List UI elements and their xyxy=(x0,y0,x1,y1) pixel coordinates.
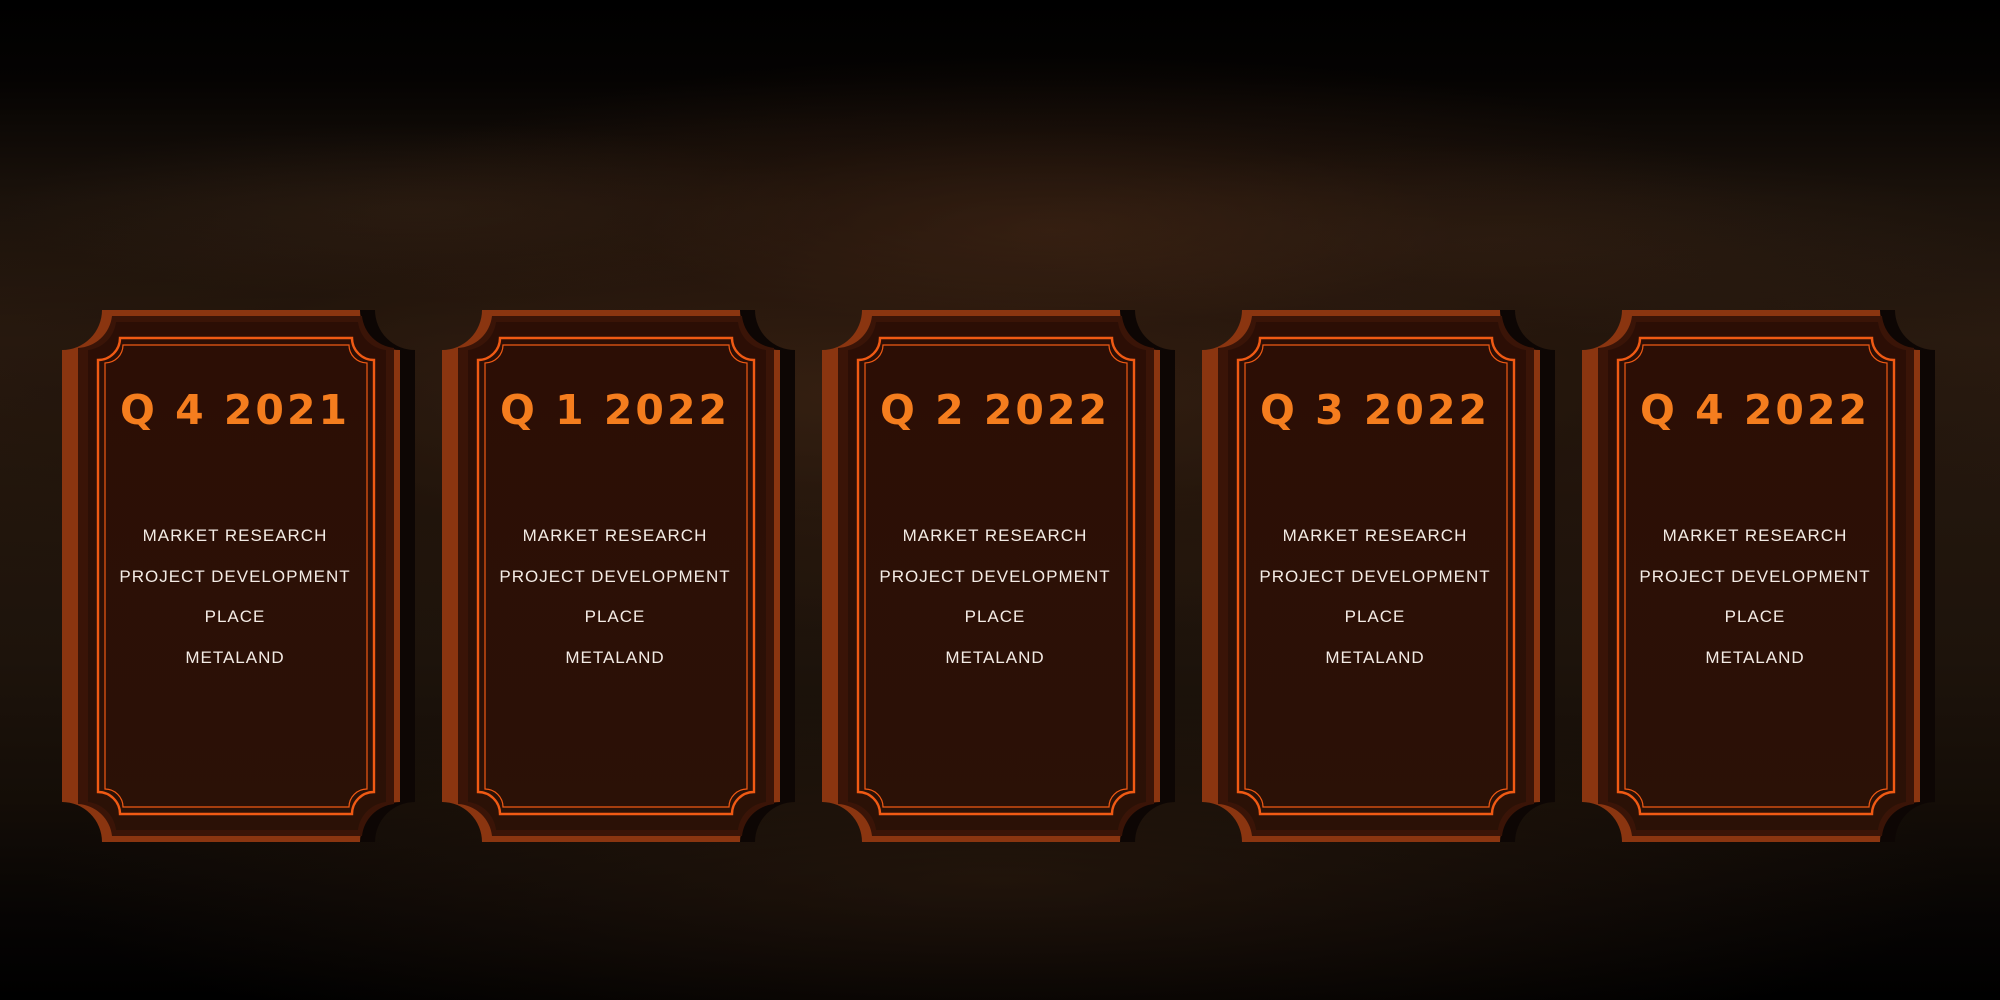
milestone-item: METALAND xyxy=(565,647,665,667)
milestone-item: PLACE xyxy=(1724,607,1786,626)
card-frame xyxy=(822,310,1175,842)
card-title: Q 4 2022 xyxy=(1639,386,1871,434)
card-frame xyxy=(1582,310,1935,842)
milestone-item: PROJECT DEVELOPMENT xyxy=(879,566,1111,586)
card-milestone-list: MARKET RESEARCH PROJECT DEVELOPMENT PLAC… xyxy=(840,516,1150,678)
roadmap-card: Q 4 2021 MARKET RESEARCH PROJECT DEVELOP… xyxy=(60,308,420,844)
roadmap-card: Q 3 2022 MARKET RESEARCH PROJECT DEVELOP… xyxy=(1200,308,1560,844)
milestone-item: MARKET RESEARCH xyxy=(1662,526,1848,545)
milestone-item: PLACE xyxy=(1344,607,1406,626)
milestone-item: PROJECT DEVELOPMENT xyxy=(119,566,351,586)
card-milestone-list: MARKET RESEARCH PROJECT DEVELOPMENT PLAC… xyxy=(80,516,390,678)
milestone-item: PROJECT DEVELOPMENT xyxy=(499,566,731,586)
card-title: Q 3 2022 xyxy=(1259,386,1491,434)
roadmap-card: Q 1 2022 MARKET RESEARCH PROJECT DEVELOP… xyxy=(440,308,800,844)
milestone-item: MARKET RESEARCH xyxy=(522,526,708,545)
card-milestone-list: MARKET RESEARCH PROJECT DEVELOPMENT PLAC… xyxy=(1600,516,1910,678)
milestone-item: PROJECT DEVELOPMENT xyxy=(1639,566,1871,586)
milestone-item: MARKET RESEARCH xyxy=(902,526,1088,545)
card-milestone-list: MARKET RESEARCH PROJECT DEVELOPMENT PLAC… xyxy=(460,516,770,678)
milestone-item: MARKET RESEARCH xyxy=(142,526,328,545)
roadmap-card: Q 4 2022 MARKET RESEARCH PROJECT DEVELOP… xyxy=(1580,308,1940,844)
card-title: Q 4 2021 xyxy=(119,386,351,434)
roadmap-card-row: Q 4 2021 MARKET RESEARCH PROJECT DEVELOP… xyxy=(60,308,1940,844)
card-frame xyxy=(1202,310,1555,842)
milestone-item: MARKET RESEARCH xyxy=(1282,526,1468,545)
card-title: Q 2 2022 xyxy=(879,386,1111,434)
card-title: Q 1 2022 xyxy=(499,386,731,434)
milestone-item: METALAND xyxy=(945,647,1045,667)
milestone-item: PROJECT DEVELOPMENT xyxy=(1259,566,1491,586)
roadmap-card: Q 2 2022 MARKET RESEARCH PROJECT DEVELOP… xyxy=(820,308,1180,844)
milestone-item: PLACE xyxy=(964,607,1026,626)
milestone-item: METALAND xyxy=(185,647,285,667)
card-milestone-list: MARKET RESEARCH PROJECT DEVELOPMENT PLAC… xyxy=(1220,516,1530,678)
milestone-item: METALAND xyxy=(1325,647,1425,667)
card-frame xyxy=(442,310,795,842)
milestone-item: PLACE xyxy=(584,607,646,626)
card-frame xyxy=(62,310,415,842)
milestone-item: PLACE xyxy=(204,607,266,626)
milestone-item: METALAND xyxy=(1705,647,1805,667)
